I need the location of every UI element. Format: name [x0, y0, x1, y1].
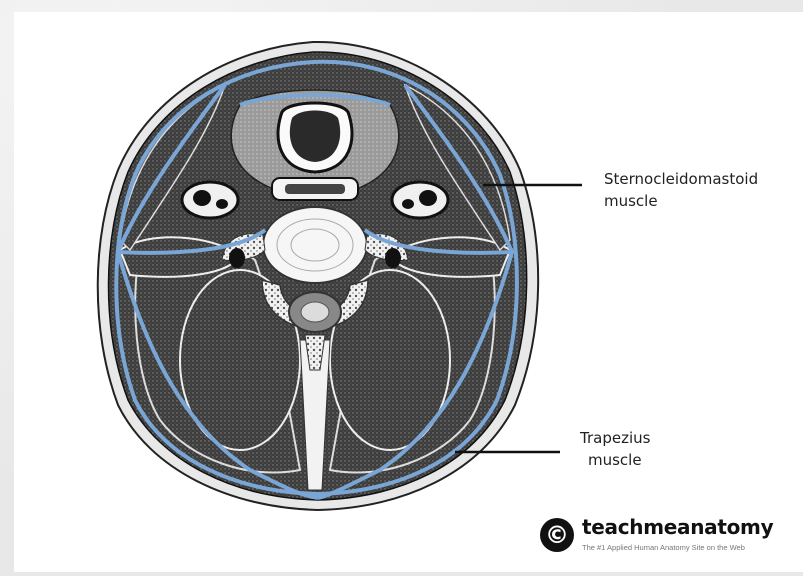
label-sternocleidomastoid-line2: muscle: [604, 190, 758, 212]
label-trapezius-line1: Trapezius: [580, 427, 650, 449]
label-sternocleidomastoid: Sternocleidomastoid muscle: [604, 168, 758, 212]
carotid-sheath-right: [392, 182, 448, 218]
brand-watermark: © teachmeanatomy The #1 Applied Human An…: [540, 515, 803, 563]
vertebral-body: [263, 207, 367, 283]
brand-tagline: The #1 Applied Human Anatomy Site on the…: [582, 543, 745, 552]
label-trapezius: Trapezius muscle: [580, 427, 650, 471]
label-sternocleidomastoid-line1: Sternocleidomastoid: [604, 168, 758, 190]
label-trapezius-line2: muscle: [580, 449, 650, 471]
brand-name: teachmeanatomy: [582, 515, 773, 539]
carotid-sheath-left: [182, 182, 238, 218]
copyright-icon: ©: [540, 518, 574, 552]
